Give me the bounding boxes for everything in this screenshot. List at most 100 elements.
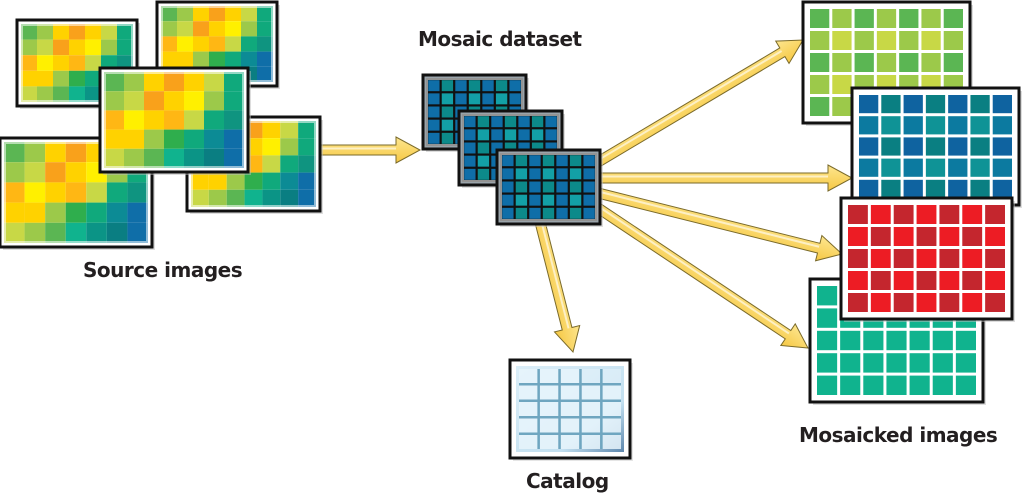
grid-cell [428,80,440,92]
grid-cell [531,116,544,128]
grid-cell [886,375,907,395]
grid-cell [515,181,528,193]
grid-cell [144,129,164,149]
grid-cell [24,162,46,183]
grid-cell [21,24,37,40]
grid-cell [124,72,144,92]
grid-cell [124,148,144,168]
catalog-cell [560,418,580,433]
grid-cell [932,375,953,395]
grid-cell [184,91,204,111]
grid-cell [518,129,530,141]
grid-cell [53,24,69,40]
grid-cell [104,148,124,168]
grid-cell [939,249,960,268]
grid-cell [191,189,209,207]
grid-cell [4,142,25,163]
grid-cell [529,168,541,180]
grid-cell [117,39,133,56]
catalog-cell [519,418,538,433]
grid-cell [225,36,241,52]
grid-cell [482,93,494,105]
grid-cell [542,155,555,167]
grid-cell [985,271,1005,290]
catalog-table-icon [508,358,633,461]
grid-cell [280,189,299,207]
arrow-shape [534,220,581,354]
arrow-to-teal [594,203,809,349]
arrow-shape [596,187,844,262]
grid-cell [848,227,868,246]
grid-cell [992,116,1012,135]
grid-cell [244,172,263,190]
grid-cell [569,168,582,180]
source-images-label: Source images [83,258,243,282]
grid-cell [817,375,838,395]
grid-cell [817,308,838,328]
grid-cell [970,137,990,156]
grid-cell [257,66,273,82]
grid-cell [177,51,193,67]
grid-cell [943,31,963,50]
grid-cell [881,116,901,135]
grid-cell [477,129,490,141]
grid-cell [854,31,874,50]
grid-cell [441,132,454,144]
grid-cell [810,31,830,50]
grid-cell [810,9,830,28]
grid-cell [209,21,225,37]
grid-cell [939,271,960,290]
grid-cell [985,293,1005,312]
grid-cell [992,95,1012,114]
grid-cell [502,168,514,180]
grid-cell [117,24,133,40]
grid-cell [224,110,244,130]
grid-cell [464,168,476,180]
grid-cell [955,375,976,395]
grid-cell [464,142,476,154]
arrow-shape [317,136,422,164]
grid-cell [65,142,87,163]
grid-cell [925,95,946,114]
mosaicked-image-blue [850,86,1022,208]
grid-cell [53,55,69,71]
grid-cell [209,6,225,22]
grid-cell [280,121,299,139]
grid-cell [45,142,66,163]
grid-cell [583,168,595,180]
grid-cell [280,138,299,156]
grid-cell [455,80,467,92]
catalog-cell [539,435,559,449]
frame-highlight [21,24,133,102]
grid-cell [37,24,53,40]
arrow-to-catalog [534,220,581,354]
grid-cell [985,249,1005,268]
grid-cell [241,6,257,22]
arrow-to-blue [597,164,854,192]
source-image [98,66,251,175]
grid-cell [86,182,107,203]
grid-cell [903,179,923,198]
grid-cell [925,137,946,156]
grid-cell [65,202,87,223]
grid-cell [939,227,960,246]
grid-cell [903,137,923,156]
grid-cell [298,155,316,173]
grid-cell [224,129,244,149]
grid-cell [21,70,37,87]
grid-cell [893,205,914,224]
grid-cell [529,207,541,219]
frame-highlight [500,153,597,221]
grid-cell [85,24,101,40]
grid-cell [298,121,316,139]
grid-cell [257,51,273,67]
grid-cell [583,181,595,193]
grid-cell [193,51,209,67]
grid-cell [241,51,257,67]
catalog-cell [519,369,538,383]
grid-cell [948,137,968,156]
grid-cell [4,202,25,223]
grid-cell [569,207,582,219]
grid-cell [184,148,204,168]
